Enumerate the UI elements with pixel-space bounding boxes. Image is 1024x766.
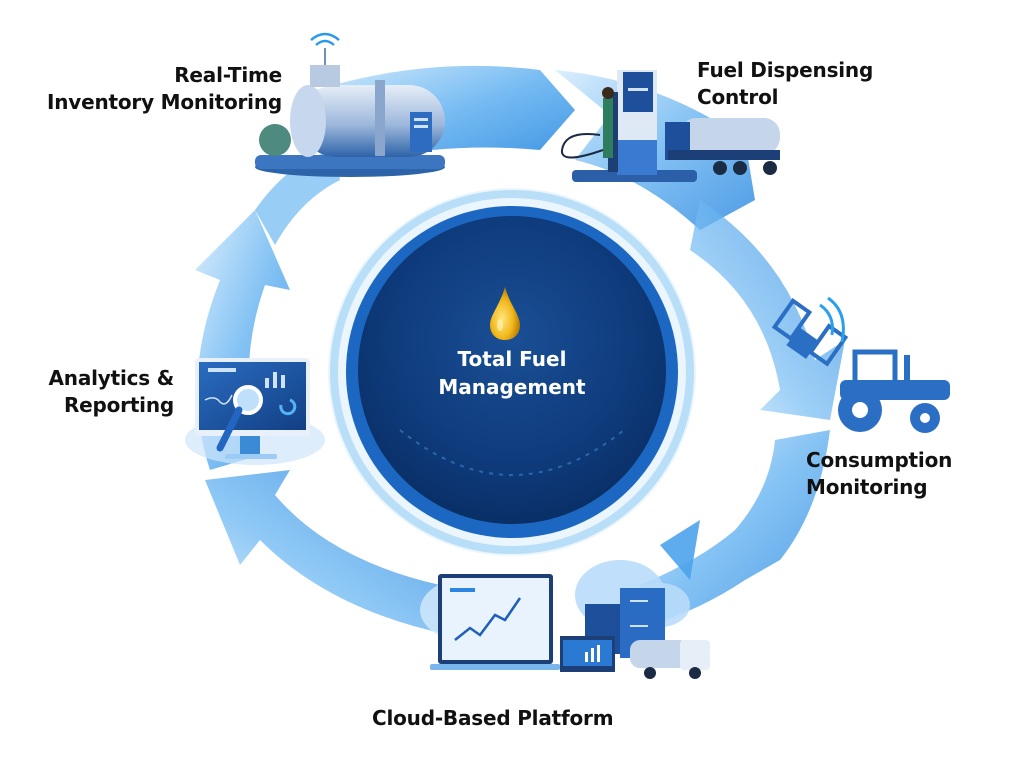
center-title: Total Fuel Management bbox=[362, 345, 662, 401]
cloud-platform-icon bbox=[420, 560, 710, 679]
stage-label-line: Consumption bbox=[806, 448, 953, 472]
stage-label-line: Reporting bbox=[63, 393, 174, 417]
stage-label-line: Monitoring bbox=[806, 475, 928, 499]
stage-label-line: Fuel Dispensing bbox=[697, 58, 874, 82]
satellite-tractor-icon bbox=[771, 296, 950, 433]
stage-label-line: Inventory Monitoring bbox=[47, 90, 282, 114]
stage-label-line: Analytics & bbox=[48, 366, 175, 390]
arrow-right bbox=[690, 200, 845, 420]
center-title-line: Total Fuel bbox=[457, 347, 567, 371]
stage-label-dispensing: Fuel Dispensing Control bbox=[697, 57, 1017, 111]
fuel-pump-truck-icon bbox=[560, 70, 780, 182]
arrow-bottom-left bbox=[205, 470, 450, 635]
stage-label-consumption: Consumption Monitoring bbox=[806, 447, 1016, 501]
stage-label-cloud: Cloud-Based Platform bbox=[372, 705, 672, 732]
fuel-drop-icon bbox=[490, 287, 520, 340]
stage-label-line: Cloud-Based Platform bbox=[372, 706, 614, 730]
stage-label-analytics: Analytics & Reporting bbox=[10, 365, 175, 419]
center-title-line: Management bbox=[438, 375, 586, 399]
stage-label-line: Control bbox=[697, 85, 779, 109]
storage-tank-icon bbox=[255, 32, 445, 177]
center-hub bbox=[328, 188, 696, 556]
stage-label-inventory: Real-Time Inventory Monitoring bbox=[10, 62, 282, 116]
stage-label-line: Real-Time bbox=[174, 63, 282, 87]
analytics-monitor-icon bbox=[185, 358, 325, 465]
